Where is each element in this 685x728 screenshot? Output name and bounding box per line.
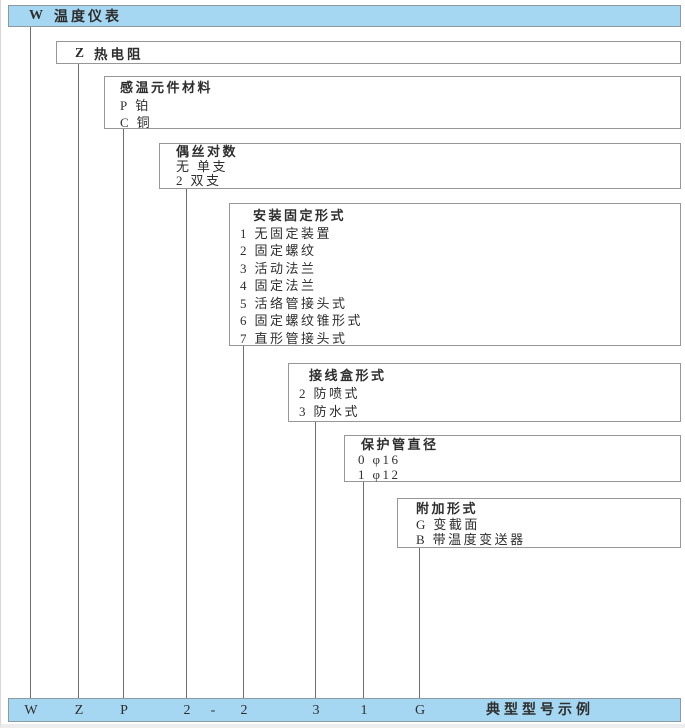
option-label: 防喷式 — [313, 386, 361, 402]
option-code: 无 — [176, 158, 191, 174]
example-code-pairs: 2 — [183, 703, 191, 718]
box-title: 接线盒形式 — [309, 368, 387, 383]
option-code: C — [120, 115, 130, 130]
option-row: 1 无固定装置 — [240, 225, 680, 243]
example-code-w: W — [24, 703, 38, 718]
option-code: 3 — [240, 260, 248, 276]
option-label: 固定法兰 — [254, 278, 317, 293]
box-title: 偶丝对数 — [176, 144, 239, 159]
option-label: 固定螺纹 — [254, 243, 317, 258]
connector-line-pairs — [186, 189, 187, 698]
root-code: W — [29, 8, 44, 23]
option-code: 2 — [176, 173, 184, 189]
example-code-junction-box: 3 — [312, 703, 320, 718]
example-code-mounting: 2 — [240, 703, 248, 718]
option-code: G — [416, 516, 427, 532]
additional-form-box: 附加形式 G 变截面 B 带温度变送器 — [397, 498, 681, 548]
connector-line-junction-box — [315, 422, 316, 698]
option-label: 铜 — [136, 115, 153, 130]
option-row: 3 防水式 — [299, 403, 680, 421]
option-label: 活络管接头式 — [254, 295, 348, 311]
option-code: 7 — [240, 330, 248, 346]
example-code-hyphen: - — [210, 703, 216, 718]
example-code-tube-diameter: 1 — [360, 703, 368, 718]
option-code: 4 — [240, 278, 248, 293]
option-label: 活动法兰 — [254, 260, 317, 276]
option-code: 2 — [299, 386, 307, 402]
option-label: 防水式 — [313, 404, 361, 420]
option-label: 双支 — [190, 173, 222, 189]
level2-box: Z 热电阻 — [56, 41, 681, 64]
connector-line-w — [30, 27, 31, 698]
option-row: G 变截面 — [416, 517, 680, 533]
option-row: 2 固定螺纹 — [240, 242, 680, 260]
option-code: 3 — [299, 404, 307, 420]
option-row: 6 固定螺纹锥形式 — [240, 312, 680, 330]
example-code-additional: G — [414, 703, 426, 718]
connector-line-additional — [419, 548, 420, 698]
option-row: 5 活络管接头式 — [240, 295, 680, 313]
option-row: 0 φ16 — [358, 451, 680, 468]
option-label: 无固定装置 — [254, 225, 333, 241]
protection-tube-diameter-box: 保护管直径 0 φ16 1 φ12 — [344, 435, 681, 482]
connector-line-tube-diameter — [363, 482, 364, 698]
box-title: 安装固定形式 — [253, 208, 347, 223]
option-row: B 带温度变送器 — [416, 532, 680, 548]
level2-label: 热电阻 — [94, 46, 144, 62]
option-row: 2 防喷式 — [299, 385, 680, 403]
example-model-bar: W Z P 2 - 2 3 1 G 典型型号示例 — [8, 698, 681, 722]
example-caption: 典型型号示例 — [486, 703, 594, 718]
wire-pair-count-box: 偶丝对数 无单支 2 双支 — [159, 143, 681, 189]
connector-line-mounting — [243, 346, 244, 698]
connector-line-p — [123, 129, 124, 698]
box-title: 附加形式 — [416, 501, 479, 516]
option-row: 7 直形管接头式 — [240, 330, 680, 348]
example-code-p: P — [120, 703, 128, 718]
option-label: φ16 — [372, 451, 401, 467]
connector-line-z — [78, 64, 79, 698]
junction-box-form-box: 接线盒形式 2 防喷式 3 防水式 — [288, 363, 681, 422]
option-code: 6 — [240, 313, 248, 328]
option-label: 单支 — [197, 158, 229, 174]
box-title: 感温元件材料 — [120, 80, 214, 95]
option-code: 2 — [240, 243, 248, 258]
option-code: 1 — [240, 225, 248, 241]
option-code: B — [416, 532, 426, 548]
option-label: 直形管接头式 — [254, 330, 348, 346]
option-label: φ12 — [372, 466, 401, 482]
example-code-z: Z — [74, 703, 84, 718]
option-label: 变截面 — [433, 516, 480, 532]
option-row: 3 活动法兰 — [240, 260, 680, 278]
option-code: 1 — [358, 466, 366, 482]
root-label: 温度仪表 — [54, 10, 122, 25]
option-label: 固定螺纹锥形式 — [254, 313, 364, 328]
option-row: 无单支 — [176, 158, 680, 175]
root-category-bar: W 温度仪表 — [8, 5, 681, 27]
option-row: 1 φ12 — [358, 466, 680, 483]
option-label: 带温度变送器 — [432, 532, 526, 548]
level2-code: Z — [75, 44, 86, 60]
option-code: 5 — [240, 295, 248, 311]
box-title: 保护管直径 — [361, 437, 439, 452]
option-label: 铂 — [135, 97, 151, 113]
option-row: 4 固定法兰 — [240, 277, 680, 295]
option-code: P — [120, 97, 129, 113]
option-code: 0 — [358, 451, 366, 467]
option-row: 2 双支 — [176, 173, 680, 189]
